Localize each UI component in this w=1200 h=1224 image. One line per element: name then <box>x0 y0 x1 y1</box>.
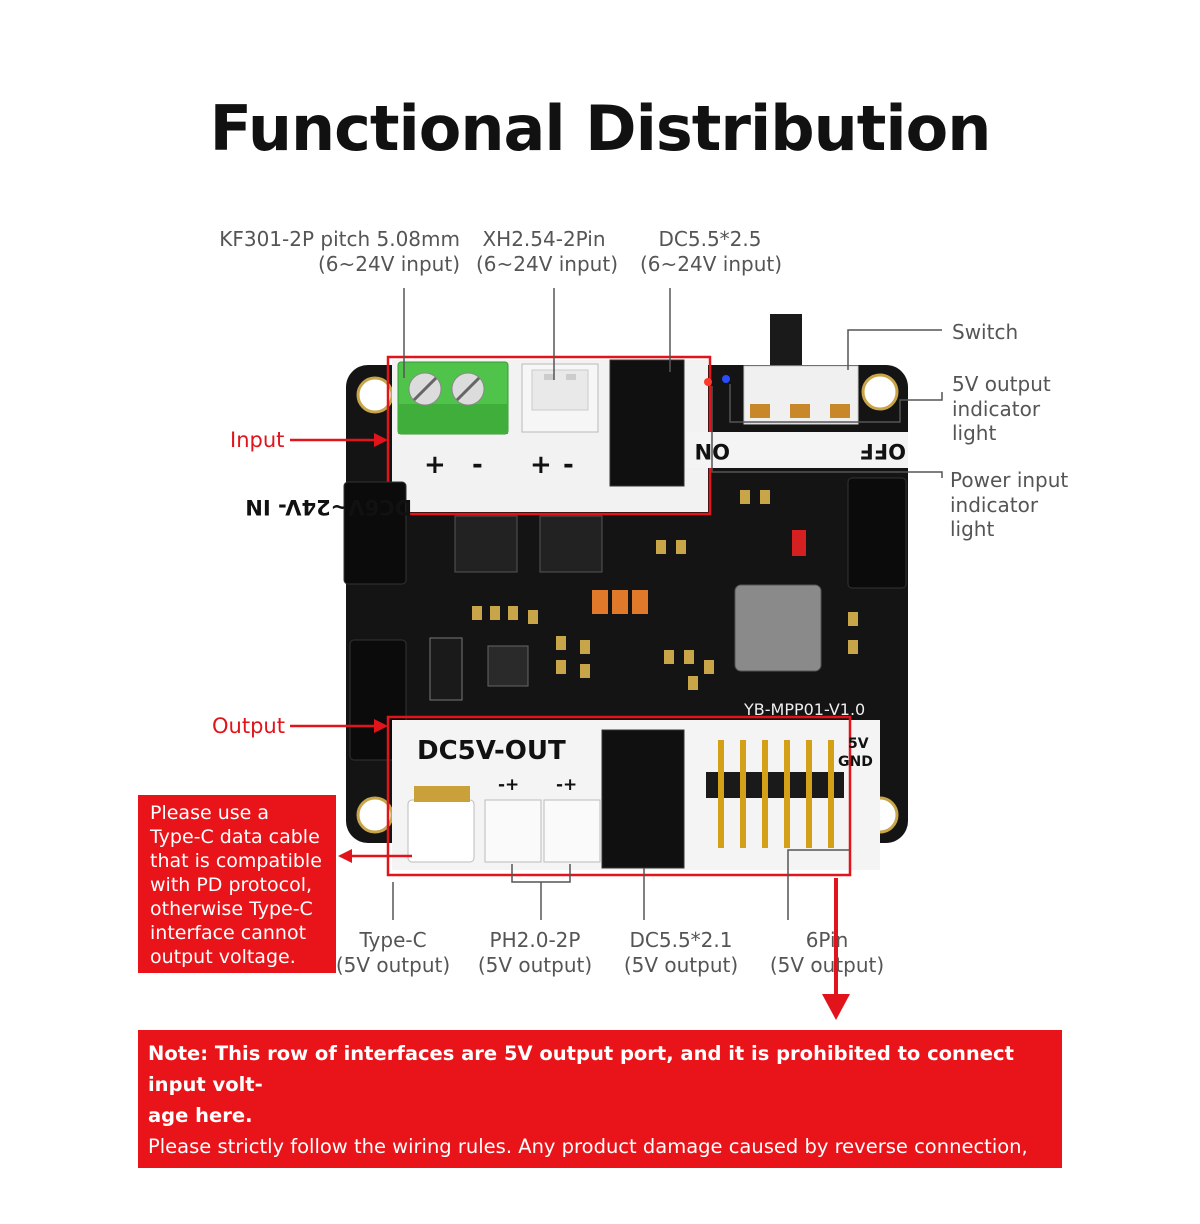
dc55-25-spec: (6~24V input) <box>640 252 783 276</box>
output-frame <box>386 715 852 877</box>
leader-lines <box>392 288 943 920</box>
terminal-block <box>397 361 509 435</box>
output-arrow <box>290 719 388 733</box>
typec-name: Type-C <box>359 928 427 952</box>
note-line-2: age here. <box>148 1104 253 1127</box>
typec-port <box>407 786 475 863</box>
pin-gnd-marking: GND <box>838 754 873 770</box>
input-minus-1: - <box>472 450 483 480</box>
pin-header <box>706 740 844 848</box>
pin6-spec: (5V output) <box>769 953 885 977</box>
output-indicator-line2: indicator <box>952 396 1041 421</box>
typec-warning-arrow <box>338 849 412 863</box>
output-led <box>722 375 730 383</box>
on-off-strip <box>686 432 908 468</box>
pd-warning-line: interface cannot <box>150 922 307 944</box>
dc55-25-name: DC5.5*2.5 <box>658 227 762 251</box>
power-indicator-line2: indicator <box>950 492 1039 517</box>
dc55-21-name: DC5.5*2.1 <box>629 928 733 952</box>
mosfet-q2 <box>454 515 518 573</box>
pin6-name: 6Pin <box>805 928 849 952</box>
model-marking: YB-MPP01-V1.0 <box>743 700 865 719</box>
pd-warning-box: Please use a Type-C data cable that is c… <box>138 795 336 973</box>
switch-label: Switch <box>952 320 1019 344</box>
xh-connector <box>521 363 599 433</box>
output-indicator-line3: light <box>952 421 997 445</box>
dc-jack-output <box>601 729 685 869</box>
output-indicator-label: 5V output indicator light <box>952 372 1051 446</box>
input-minus-2: - <box>563 450 574 480</box>
capacitor-right <box>847 477 907 589</box>
inductor <box>734 584 822 672</box>
controller-ic <box>487 645 529 687</box>
xh254-spec: (6~24V input) <box>475 252 618 276</box>
power-led <box>704 378 712 386</box>
dc55-25-label: DC5.5*2.5 (6~24V input) <box>640 227 783 277</box>
pd-warning-line: with PD protocol, <box>150 874 313 896</box>
typec-label: Type-C (5V output) <box>332 928 454 978</box>
input-marking: DC6V~24V- IN <box>245 495 412 519</box>
ph-polarity-2: -+ <box>556 775 577 795</box>
on-marking: ON <box>695 439 730 463</box>
input-plus-1: + <box>424 450 446 480</box>
note-line-1: Note: This row of interfaces are 5V outp… <box>148 1042 1014 1096</box>
ph-polarity-1: -+ <box>498 775 519 795</box>
kf301-name: KF301-2P pitch 5.08mm <box>219 227 460 251</box>
off-marking: OFF <box>859 439 906 463</box>
output-label: Output <box>212 714 285 738</box>
slide-switch <box>743 314 859 425</box>
note-line-4: circuit, or overvoltage cannot be covere… <box>148 1197 757 1220</box>
capacitor-left <box>343 481 407 585</box>
pin-5v-marking: 5V <box>848 736 869 752</box>
dc-jack-input <box>609 359 685 487</box>
warranty-note: Note: This row of interfaces are 5V outp… <box>138 1030 1062 1220</box>
kf301-spec: (6~24V input) <box>317 252 460 276</box>
output-indicator-line1: 5V output <box>952 372 1051 396</box>
pd-warning-line: that is compatible <box>150 850 322 872</box>
note-line-3: Please strictly follow the wiring rules.… <box>148 1135 1028 1189</box>
ph-connector-2 <box>543 799 601 863</box>
typec-spec: (5V output) <box>335 953 451 977</box>
input-plus-2: + <box>530 450 552 480</box>
power-indicator-line3: light <box>950 517 995 541</box>
ph20-spec: (5V output) <box>477 953 593 977</box>
power-indicator-label: Power input indicator light <box>950 468 1068 542</box>
sense-resistor <box>429 637 463 701</box>
ph-connector-1 <box>484 799 542 863</box>
xh254-label: XH2.54-2Pin (6~24V input) <box>470 227 618 277</box>
output-marking: DC5V-OUT <box>417 736 566 766</box>
pd-warning-line: Please use a <box>150 802 270 824</box>
note-arrow <box>822 878 850 1020</box>
pd-warning-line: output voltage. <box>150 946 296 968</box>
mosfet-q3 <box>539 515 603 573</box>
xh254-name: XH2.54-2Pin <box>482 227 606 251</box>
pd-warning-line: Type-C data cable <box>150 826 320 848</box>
diode-d1 <box>792 530 806 556</box>
ph20-name: PH2.0-2P <box>489 928 581 952</box>
kf301-label: KF301-2P pitch 5.08mm (6~24V input) <box>200 227 460 277</box>
dc55-21-label: DC5.5*2.1 (5V output) <box>620 928 742 978</box>
pin6-label: 6Pin (5V output) <box>766 928 888 978</box>
input-label: Input <box>230 428 285 452</box>
page-title: Functional Distribution <box>209 92 992 165</box>
input-arrow <box>290 433 388 447</box>
ph20-label: PH2.0-2P (5V output) <box>474 928 596 978</box>
power-indicator-line1: Power input <box>950 468 1069 492</box>
dc55-21-spec: (5V output) <box>623 953 739 977</box>
pd-warning-line: otherwise Type-C <box>150 898 313 920</box>
